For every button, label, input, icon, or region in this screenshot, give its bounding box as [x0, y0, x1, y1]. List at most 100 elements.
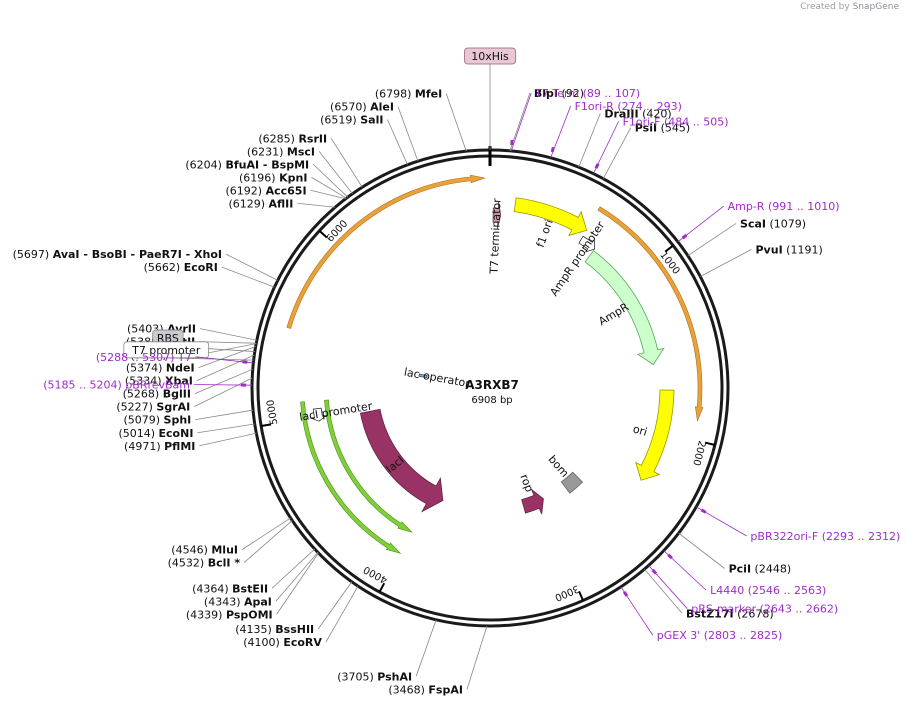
enzyme-bcli[interactable]: (4532) BclI * [168, 557, 241, 570]
enzyme-leader-line [198, 346, 256, 369]
svg-text:(6196) KpnI: (6196) KpnI [239, 171, 307, 184]
enzyme-name: EcoNI [159, 427, 194, 440]
ampr-promoter-feature[interactable] [578, 235, 596, 253]
lac-operator-feature[interactable] [418, 373, 428, 379]
primer-leader-line [510, 93, 532, 152]
enzyme-position: (4546) [171, 544, 208, 557]
enzyme-avai-bsobi-paer7i-xhoi[interactable]: (5697) AvaI - BsoBI - PaeR7I - XhoI [13, 248, 222, 261]
enzyme-name: RsrII [298, 132, 327, 145]
tick-label: 5000 [265, 399, 280, 426]
enzyme-leader-line [199, 328, 257, 341]
enzyme-psii[interactable]: PsiI (545) [635, 122, 690, 135]
bom-feature[interactable] [560, 471, 584, 494]
enzyme-msci[interactable]: (6231) MscI [247, 145, 315, 158]
enzyme-apai[interactable]: (4343) ApaI [204, 595, 272, 608]
primer-pbrrevbam[interactable]: (5185 .. 5204) pBRrevBam [43, 379, 190, 392]
primer-t7[interactable]: (5288 .. 5307) T7 [96, 351, 192, 364]
orf-arrow[interactable] [286, 174, 486, 329]
enzyme-pshai[interactable]: (3705) PshAI [337, 670, 412, 683]
ampr-feature[interactable] [584, 250, 665, 366]
enzyme-fspai[interactable]: (3468) FspAI [388, 683, 463, 696]
enzyme-bsshii[interactable]: (4135) BssHII [235, 623, 314, 636]
primer-pgex-3[interactable]: pGEX 3' (2803 .. 2825) [657, 629, 783, 642]
orf-arrow[interactable] [597, 206, 704, 423]
svg-text:F1ori-R (274 .. 293): F1ori-R (274 .. 293) [575, 100, 682, 113]
enzyme-position: (5374) [126, 362, 163, 375]
ori-feature[interactable] [635, 389, 675, 481]
primer-f1ori-f[interactable]: F1ori-F (484 .. 505) [623, 115, 729, 128]
enzyme-bglii[interactable]: (5268) BglII [123, 388, 191, 401]
enzyme-position: (5697) [13, 248, 50, 261]
enzyme-alei[interactable]: (6570) AleI [330, 100, 394, 113]
enzyme-position: (6285) [258, 132, 295, 145]
rop-label: rop [517, 472, 536, 493]
enzyme-ndei[interactable]: (5374) NdeI [126, 362, 195, 375]
enzyme-position: (4971) [124, 440, 161, 453]
orf-arrow[interactable] [324, 399, 413, 533]
t7-terminator-feature[interactable] [492, 201, 502, 229]
enzyme-econi[interactable]: (5014) EcoNI [118, 427, 193, 440]
enzyme-pvui[interactable]: PvuI (1191) [756, 243, 823, 256]
enzyme-bfuai-bspmi[interactable]: (6204) BfuAI - BspMI [185, 158, 309, 171]
svg-text:pBR322ori-F (2293 .. 2312): pBR322ori-F (2293 .. 2312) [750, 530, 900, 543]
enzyme-acc65i[interactable]: (6192) Acc65I [226, 184, 307, 197]
enzyme-kpni[interactable]: (6196) KpnI [239, 171, 307, 184]
enzyme-position: (6192) [226, 184, 263, 197]
enzyme-draiii[interactable]: DraIII (420) [604, 107, 671, 120]
enzyme-scai[interactable]: ScaI (1079) [740, 217, 806, 230]
tick-mark [704, 441, 716, 446]
enzyme-bstz17i[interactable]: BstZ17I (2678) [686, 607, 774, 620]
enzyme-sali[interactable]: (6519) SalI [320, 113, 383, 126]
enzyme-name: SphI [164, 414, 192, 427]
enzyme-mlui[interactable]: (4546) MluI [171, 544, 238, 557]
enzyme-name: PflMI [164, 440, 195, 453]
enzyme-mfei[interactable]: (6798) MfeI [375, 87, 442, 100]
enzyme-pcii[interactable]: PciI (2448) [729, 562, 792, 575]
enzyme-bsteii[interactable]: (4364) BstEII [192, 582, 268, 595]
enzyme-leader-line [241, 517, 291, 550]
f1-ori-feature[interactable] [513, 197, 588, 237]
primer-f1ori-r[interactable]: F1ori-R (274 .. 293) [575, 100, 682, 113]
10xhis-box[interactable]: 10xHis [464, 47, 516, 65]
svg-text:(6231) MscI: (6231) MscI [247, 145, 315, 158]
enzyme-position: (2678) [737, 607, 774, 620]
primer-name: pRS-marker [691, 603, 756, 616]
svg-text:(5227) SgrAI: (5227) SgrAI [116, 401, 190, 414]
enzyme-xbai[interactable]: (5334) XbaI [125, 375, 193, 388]
svg-text:DraIII (420): DraIII (420) [604, 107, 671, 120]
laci-promoter-feature[interactable] [309, 407, 328, 422]
svg-text:Amp-R (991 .. 1010): Amp-R (991 .. 1010) [728, 200, 840, 213]
svg-text:(4546) MluI: (4546) MluI [171, 544, 238, 557]
rop-feature[interactable] [521, 488, 544, 515]
enzyme-leader-line [311, 176, 347, 199]
primer-l4440[interactable]: L4440 (2546 .. 2563) [710, 584, 826, 597]
laci-feature[interactable] [359, 408, 444, 513]
enzyme-ecorv[interactable]: (4100) EcoRV [243, 636, 322, 649]
primer-t7-term[interactable]: T7 Term (89 .. 107) [534, 87, 640, 100]
enzyme-blpi[interactable]: BlpI (92) [534, 87, 584, 100]
enzyme-rsrii[interactable]: (6285) RsrII [258, 132, 327, 145]
enzyme-leader-line [199, 341, 257, 344]
primer-pbr322ori-f[interactable]: pBR322ori-F (2293 .. 2312) [750, 530, 900, 543]
svg-text:PciI (2448): PciI (2448) [729, 562, 792, 575]
svg-text:(4135) BssHII: (4135) BssHII [235, 623, 314, 636]
enzyme-pflmi[interactable]: (4971) PflMI [124, 440, 195, 453]
primer-prs-marker[interactable]: pRS-marker (2643 .. 2662) [691, 603, 838, 616]
primer-position: (2546 .. 2563) [748, 584, 827, 597]
primer-amp-r[interactable]: Amp-R (991 .. 1010) [728, 200, 840, 213]
primer-mark [651, 568, 658, 575]
enzyme-sgrai[interactable]: (5227) SgrAI [116, 401, 190, 414]
enzyme-aflii[interactable]: (6129) AflII [228, 197, 293, 210]
enzyme-pspomi[interactable]: (4339) PspOMI [186, 608, 273, 621]
tick-label: 3000 [553, 582, 581, 602]
enzyme-position: (5662) [144, 261, 181, 274]
enzyme-leader-line [602, 127, 632, 179]
enzyme-ecori[interactable]: (5662) EcoRI [144, 261, 218, 274]
enzyme-leader-line [243, 520, 293, 563]
enzyme-name: PciI [729, 562, 751, 575]
orf-arrow[interactable] [300, 401, 402, 554]
enzyme-sphi[interactable]: (5079) SphI [123, 414, 191, 427]
enzyme-position: (5334) [125, 375, 162, 388]
enzyme-name: PshAI [377, 670, 412, 683]
t7-promoter-box[interactable]: T7 promoter [123, 341, 210, 359]
